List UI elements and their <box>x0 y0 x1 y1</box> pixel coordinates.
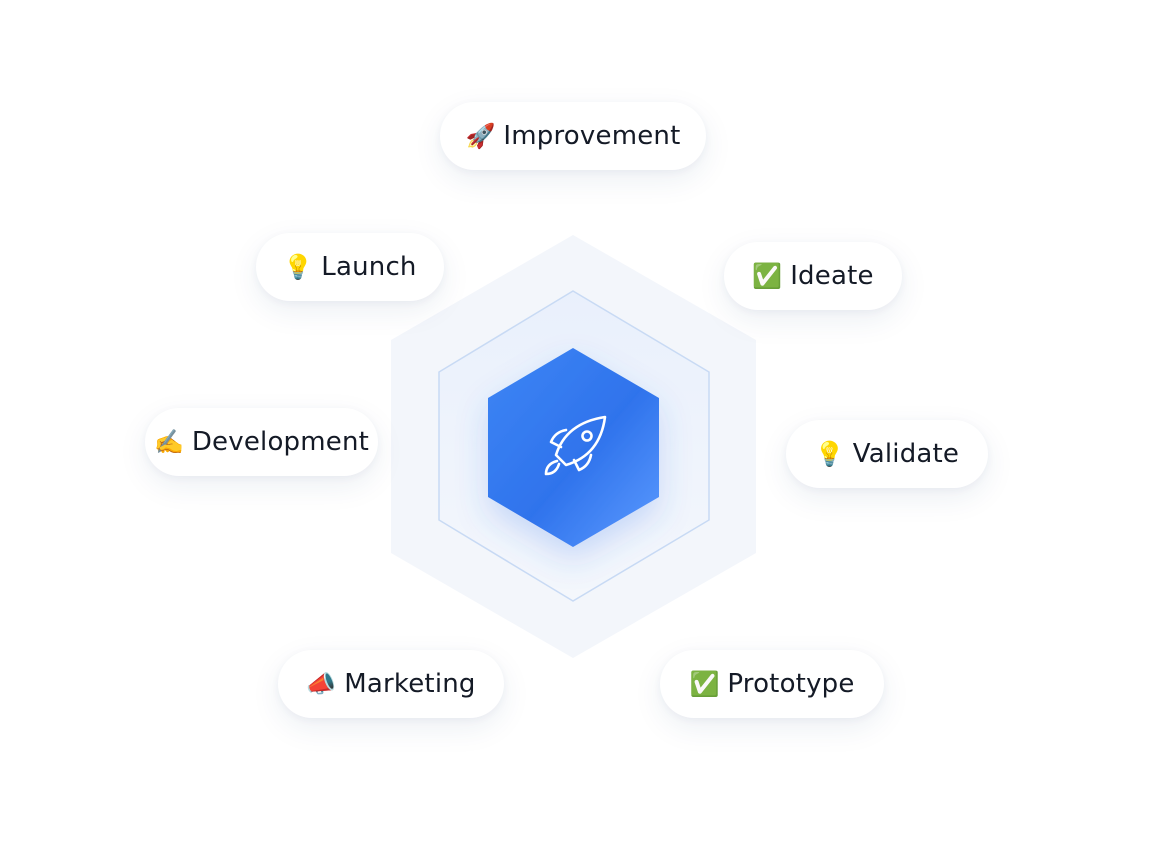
lightbulb-icon: 💡 <box>814 440 845 468</box>
step-pill-ideate[interactable]: ✅ Ideate <box>724 242 902 310</box>
check-mark-icon: ✅ <box>752 262 783 290</box>
step-pill-improvement[interactable]: 🚀 Improvement <box>440 102 706 170</box>
check-mark-icon: ✅ <box>689 670 720 698</box>
writing-hand-icon: ✍️ <box>153 428 184 456</box>
megaphone-icon: 📣 <box>306 670 337 698</box>
step-pill-validate[interactable]: 💡 Validate <box>786 420 988 488</box>
step-label: Launch <box>321 252 417 282</box>
lightbulb-icon: 💡 <box>283 253 314 281</box>
core-hexagon <box>488 348 659 547</box>
step-label: Prototype <box>727 669 855 699</box>
step-label: Development <box>191 427 370 457</box>
step-label: Marketing <box>344 669 476 699</box>
rocket-icon <box>544 415 607 476</box>
step-pill-launch[interactable]: 💡 Launch <box>256 233 444 301</box>
rocket-emoji-icon: 🚀 <box>465 122 496 150</box>
step-label: Ideate <box>790 261 874 291</box>
step-label: Improvement <box>503 121 681 151</box>
step-label: Validate <box>852 439 960 469</box>
step-pill-development[interactable]: ✍️ Development <box>145 408 378 476</box>
step-pill-prototype[interactable]: ✅ Prototype <box>660 650 884 718</box>
step-pill-marketing[interactable]: 📣 Marketing <box>278 650 504 718</box>
